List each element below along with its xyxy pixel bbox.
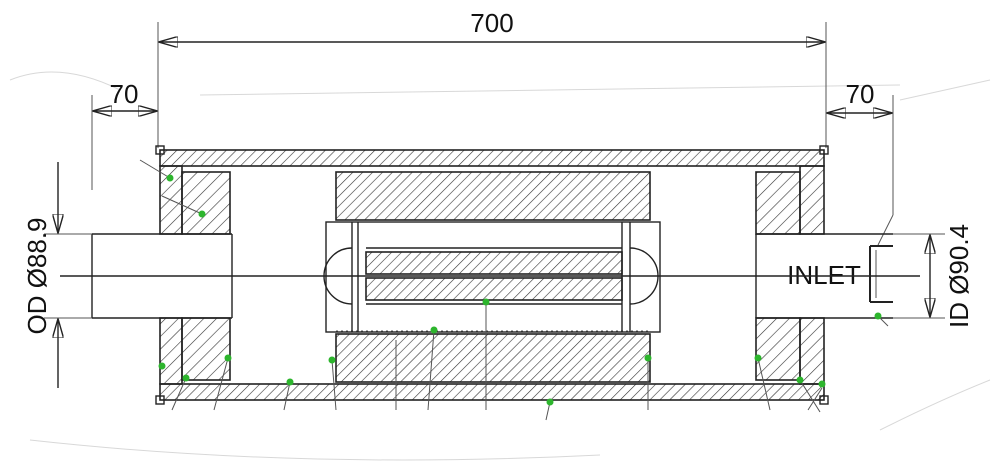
weld-marker <box>224 354 232 362</box>
weld-markers <box>158 174 882 406</box>
weld-marker <box>198 210 206 218</box>
dimension-70-left-label: 70 <box>110 79 139 109</box>
dimension-700-label: 700 <box>470 8 513 38</box>
weld-marker <box>818 380 826 388</box>
inlet-label: INLET <box>787 260 861 290</box>
inlet-pipe: INLET <box>755 233 893 319</box>
dimension-70-right-label: 70 <box>846 79 875 109</box>
weld-marker <box>754 354 762 362</box>
absorptive-packing <box>335 171 651 383</box>
weld-marker <box>546 398 554 406</box>
dimension-overall: 700 <box>157 8 827 148</box>
left-end-baffle <box>159 165 231 385</box>
weld-marker <box>158 362 166 370</box>
dimension-right-pipe: 70 <box>828 79 894 246</box>
weld-marker <box>166 174 174 182</box>
weld-marker <box>644 354 652 362</box>
perforated-tube <box>323 221 661 333</box>
outlet-pipe <box>91 233 233 319</box>
dimension-outlet-diameter: OD Ø88.9 <box>22 162 92 388</box>
outlet-diameter-label: OD Ø88.9 <box>22 217 52 334</box>
inlet-diameter-label: ID Ø90.4 <box>944 224 974 328</box>
weld-marker <box>482 298 490 306</box>
leader-lines <box>139 159 889 421</box>
weld-marker <box>874 312 882 320</box>
weld-marker <box>796 376 804 384</box>
weld-marker <box>328 356 336 364</box>
dimension-left-pipe: 70 <box>91 79 156 190</box>
weld-marker <box>286 378 294 386</box>
dimension-inlet-diameter: ID Ø90.4 <box>893 224 974 328</box>
outer-shell <box>155 145 829 405</box>
weld-marker <box>182 374 190 382</box>
background-ghost-lines <box>9 71 991 461</box>
weld-marker <box>430 326 438 334</box>
